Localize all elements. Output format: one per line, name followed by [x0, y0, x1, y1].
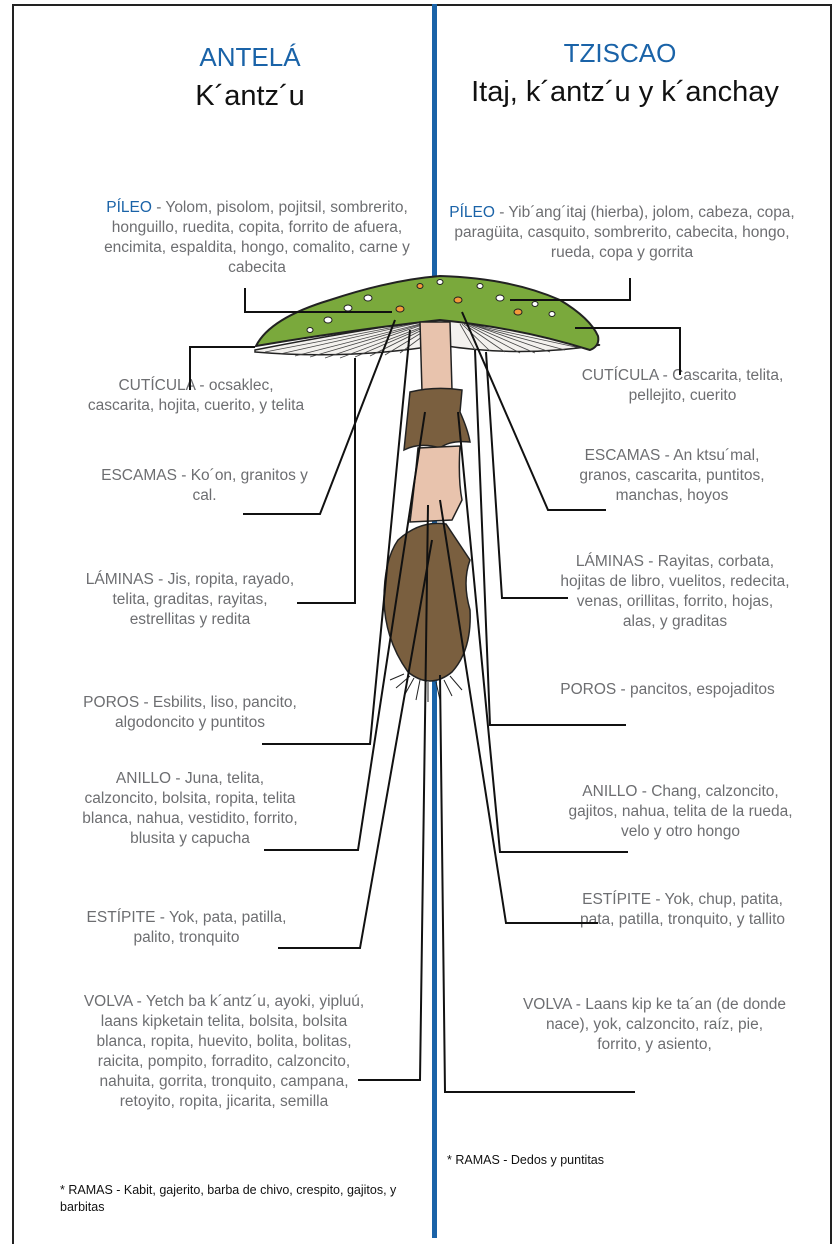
right-leader-lines — [440, 278, 680, 1092]
left-leader-lines — [190, 288, 432, 1080]
mushroom-stem-upper — [420, 322, 452, 392]
